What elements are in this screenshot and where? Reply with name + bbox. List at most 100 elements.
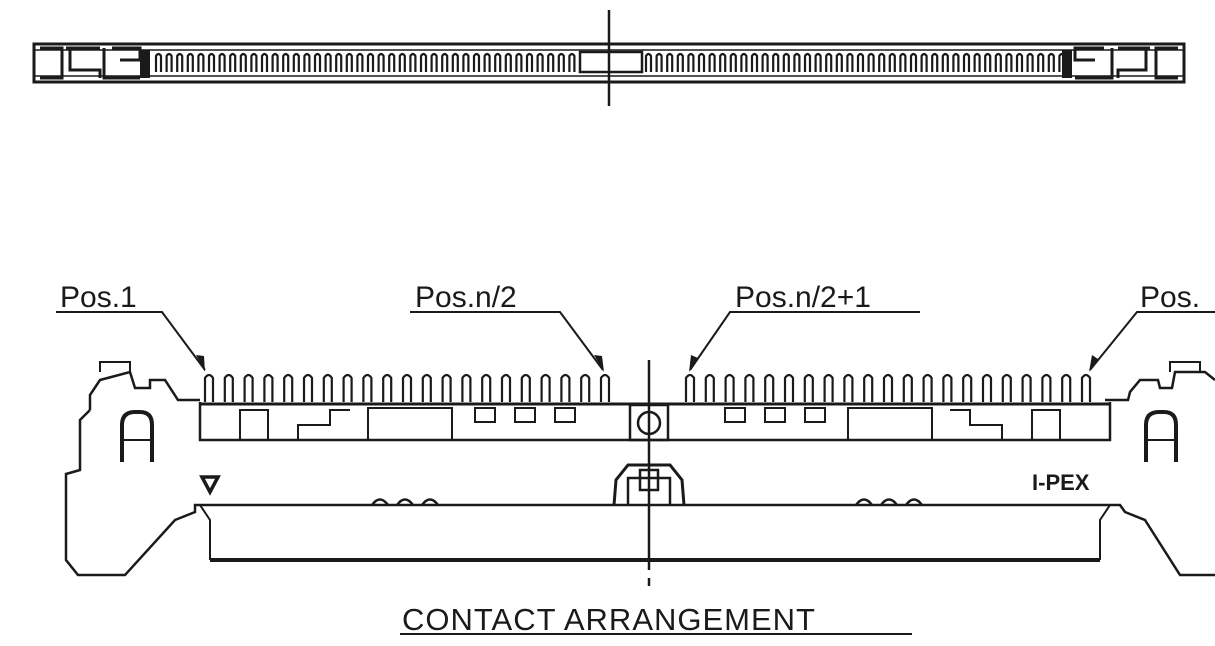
top-view-pin [952, 52, 960, 72]
contact-pin [1021, 373, 1032, 402]
top-view-right-end [1062, 46, 1178, 80]
pin1-triangle-marker [199, 475, 221, 496]
contact-pin [322, 373, 333, 402]
contact-pin [1001, 373, 1012, 402]
top-view-pin [483, 52, 491, 72]
left-latch [99, 361, 154, 462]
top-view-pin [931, 52, 939, 72]
top-view-pin [708, 52, 716, 72]
top-view-pin [250, 52, 258, 72]
contact-pin [803, 373, 814, 402]
top-view-pin [176, 52, 184, 72]
callout-pos-1: Pos.1 [56, 281, 206, 372]
top-view-pin [973, 52, 981, 72]
top-view-pin [154, 52, 163, 72]
top-view-pin [409, 52, 417, 72]
top-view-pin [239, 52, 247, 72]
top-view-pin [1058, 52, 1066, 72]
top-view-pin [835, 52, 843, 72]
housing-interior-features [239, 407, 1061, 441]
right-latch [1144, 361, 1201, 462]
top-view-pin [504, 52, 512, 72]
top-view-pin [525, 52, 534, 72]
top-view-pin [962, 52, 971, 72]
top-view-pin [472, 52, 481, 72]
top-view-pin [377, 52, 385, 72]
top-view-pin [218, 52, 226, 72]
top-view-pin [197, 52, 205, 72]
top-view-pin [547, 52, 555, 72]
brand-logo: I-PEX [1032, 470, 1090, 495]
label-pos-1: Pos.1 [60, 281, 137, 314]
contact-pin [263, 373, 274, 402]
top-view-pin [1026, 52, 1034, 72]
top-view-pin [782, 52, 790, 72]
contact-pin [599, 373, 611, 402]
top-view-pin [356, 52, 364, 72]
contact-pin [764, 373, 775, 402]
top-view-pin [856, 52, 865, 72]
callout-pos-n-half: Pos.n/2 [410, 281, 604, 372]
contact-pin [843, 373, 854, 402]
top-view-pin [941, 52, 949, 72]
drawing-title: CONTACT ARRANGEMENT [402, 602, 816, 637]
contact-pin [981, 373, 993, 402]
contact-pin [540, 373, 551, 402]
top-view-pin [899, 52, 907, 72]
contact-pin [882, 373, 894, 402]
top-view-pin [441, 52, 449, 72]
top-view-pin [366, 52, 375, 72]
contact-pin [302, 373, 314, 402]
top-view-pin [666, 52, 674, 72]
top-view-pin [994, 52, 1002, 72]
connector-body-outline [64, 409, 1215, 577]
label-pos-n-half: Pos.n/2 [415, 281, 517, 314]
contact-pin [1041, 373, 1052, 402]
top-view-pin [207, 52, 216, 72]
top-view-pin [1037, 52, 1045, 72]
top-view-pin [494, 52, 502, 72]
top-view-pin [303, 52, 311, 72]
top-view-pin [260, 52, 269, 72]
top-view-pin [186, 52, 194, 72]
top-view-pin [878, 52, 886, 72]
contact-pin [962, 373, 973, 402]
top-view-pin [984, 52, 992, 72]
top-view-left-end [40, 46, 150, 80]
top-view-pin [292, 52, 300, 72]
contact-pin [421, 373, 432, 402]
contact-pin [382, 373, 393, 402]
connector-front-view: I-PEX [64, 360, 1215, 586]
top-view-pin [761, 52, 769, 72]
contact-pin [520, 373, 531, 402]
top-view-pin [388, 52, 396, 72]
contact-pin [283, 373, 294, 402]
front-view-pin-row [203, 373, 1092, 402]
top-view-pin [335, 52, 343, 72]
contact-pin [500, 373, 512, 402]
top-view-pin [568, 52, 576, 72]
top-view-pin [1047, 52, 1055, 72]
contact-pin [783, 373, 795, 402]
contact-pin [481, 373, 492, 402]
top-view-pin [313, 52, 322, 72]
top-view-pin [676, 52, 684, 72]
top-view-pin [920, 52, 928, 72]
contact-pin [1061, 373, 1072, 402]
contact-pin [922, 373, 933, 402]
top-view-pin [430, 52, 438, 72]
contact-pin [203, 373, 215, 402]
contact-pin [724, 373, 735, 402]
contact-pin [580, 373, 591, 402]
top-view-pin [687, 52, 695, 72]
contact-pin [560, 373, 571, 402]
top-view-pin [165, 52, 173, 72]
label-pos-n: Pos. [1140, 281, 1200, 314]
top-view-pin [793, 52, 801, 72]
top-view-pin [271, 52, 279, 72]
top-view-pin [867, 52, 875, 72]
top-view-pin [462, 52, 470, 72]
top-view-pin [740, 52, 748, 72]
top-view-pin [324, 52, 332, 72]
top-view-pin [451, 52, 459, 72]
